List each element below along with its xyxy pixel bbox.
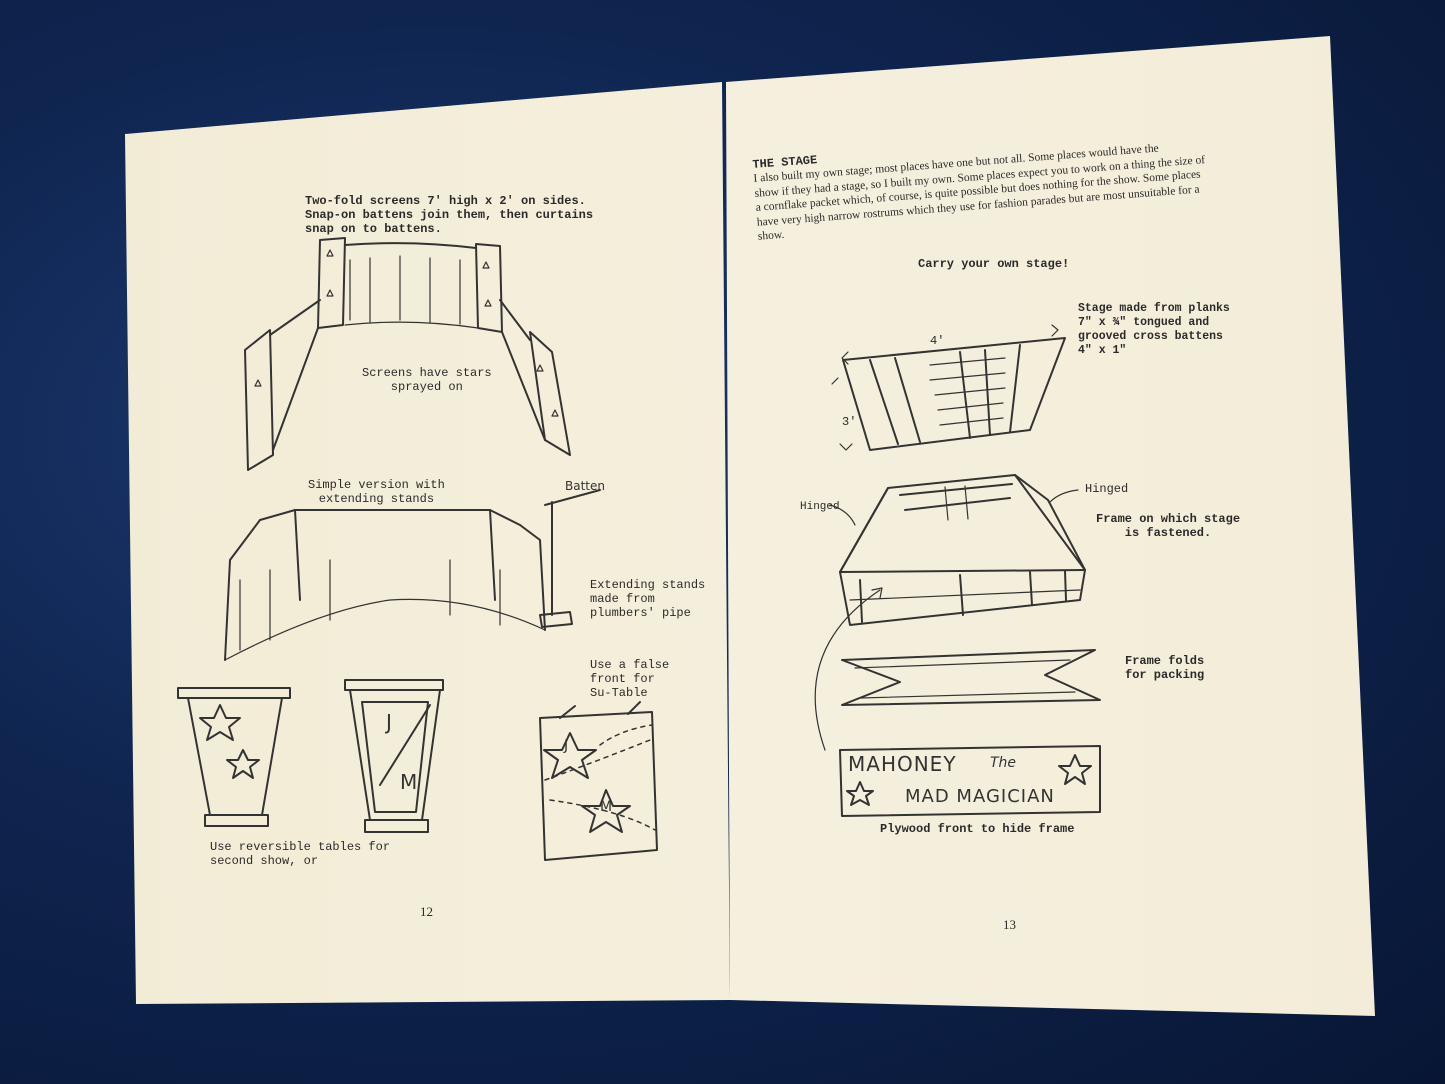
front-letter-m: M <box>600 799 613 815</box>
sign-line1: MAHONEY <box>848 752 957 776</box>
front-letter-j: J <box>564 738 569 754</box>
label-hinged-right: Hinged <box>1085 482 1129 496</box>
simple-screens-drawing <box>224 509 546 661</box>
sign-line2: MAD MAGICIAN <box>905 786 1055 807</box>
caption-simple: Simple version with extending stands <box>308 478 445 506</box>
batten-label: Batten <box>565 479 605 493</box>
table-letter-j: J <box>386 710 392 734</box>
false-front-drawing <box>539 701 658 861</box>
plywood-sign-drawing <box>839 745 1101 817</box>
dim-width: 4' <box>930 334 945 348</box>
sign-the: The <box>990 755 1017 771</box>
caption-screens: Two-fold screens 7' high x 2' on sides. … <box>305 194 594 236</box>
dim-depth: 3' <box>842 415 857 429</box>
caption-plywood: Plywood front to hide frame <box>880 822 1075 836</box>
extending-stand-drawing: Batten <box>539 479 605 628</box>
page-number-13: 13 <box>1003 917 1016 932</box>
frame-drawing <box>814 474 1086 751</box>
stage-planks-drawing <box>831 324 1066 451</box>
table-letter-m: M <box>400 770 418 794</box>
caption-planks: Stage made from planks 7" x ¾" tongued a… <box>1078 302 1230 357</box>
reversible-table-jm <box>344 679 444 833</box>
page-number-12: 12 <box>420 904 433 919</box>
caption-false-front: Use a false front for Su-Table <box>590 658 670 700</box>
caption-frame: Frame on which stage is fastened. <box>1096 512 1241 540</box>
folded-frame-drawing <box>841 649 1101 706</box>
caption-stands: Extending stands made from plumbers' pip… <box>590 578 706 620</box>
reversible-table-star <box>177 687 291 827</box>
label-hinged-left: Hinged <box>800 501 840 513</box>
screens-drawing <box>244 237 571 471</box>
caption-folds: Frame folds for packing <box>1125 654 1205 682</box>
carry-caption: Carry your own stage! <box>918 257 1070 271</box>
caption-tables: Use reversible tables for second show, o… <box>210 840 391 868</box>
caption-stars: Screens have stars sprayed on <box>362 366 492 394</box>
